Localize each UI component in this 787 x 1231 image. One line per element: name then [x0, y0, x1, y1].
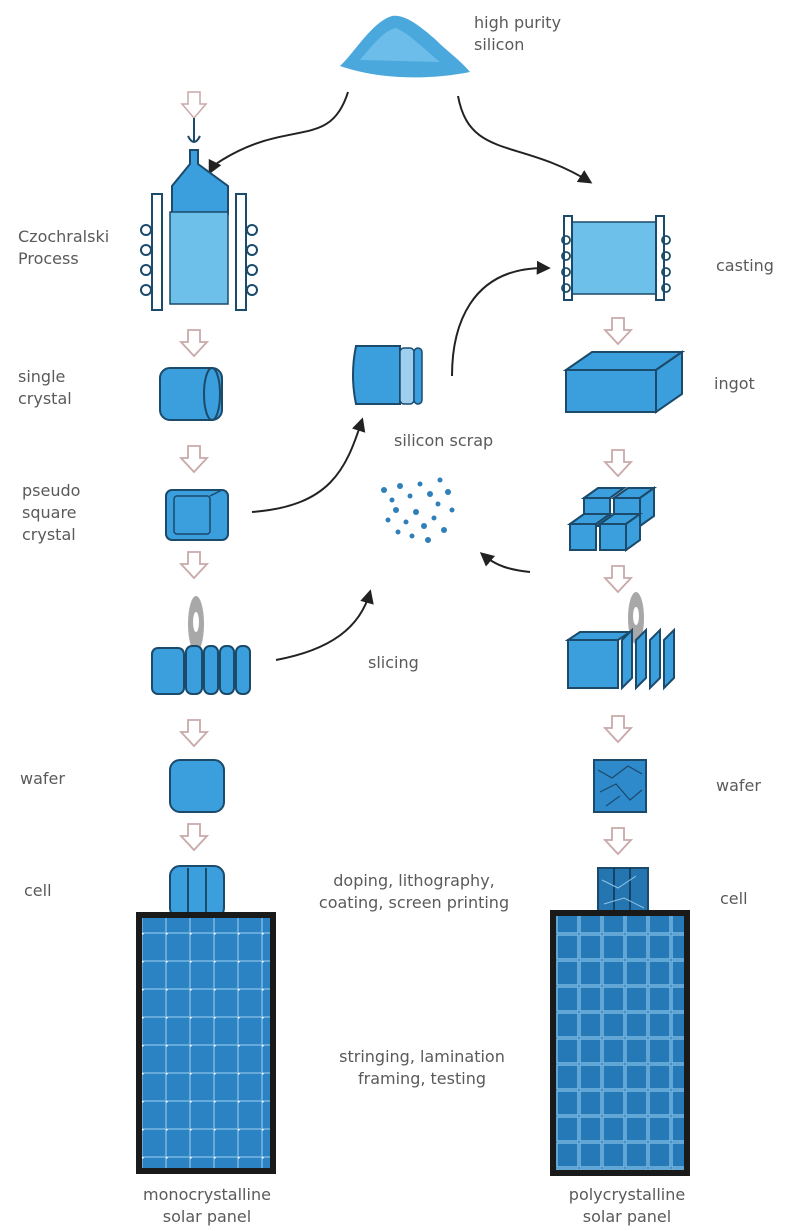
poly-panel-label: polycrystalline solar panel	[568, 1185, 686, 1226]
arrow-pseudo-to-scrap	[251, 417, 366, 513]
mono-cell-icon	[169, 865, 225, 919]
high-purity-silicon-label: high purity silicon	[474, 13, 562, 54]
cell-process-label: doping, lithography, coating, screen pri…	[318, 871, 510, 912]
mono-solar-panel-icon	[136, 912, 276, 1174]
wafer-left-label: wafer	[20, 769, 65, 788]
pseudo-square-crystal-icon	[165, 489, 229, 541]
scrap-crystal-icon	[350, 334, 424, 416]
poly-solar-panel-icon	[550, 910, 690, 1176]
silicon-pile-icon	[340, 15, 470, 78]
single-crystal-icon	[159, 367, 223, 421]
casting-furnace-icon	[561, 215, 671, 301]
mono-wafer-icon	[169, 759, 225, 813]
ingot-bricks-icon	[566, 486, 658, 552]
mono-slicing-icon	[151, 596, 251, 695]
wafer-right-label: wafer	[716, 776, 761, 795]
single-crystal-label: single crystal	[18, 367, 72, 408]
czochralski-process-label: Czochralski Process	[18, 227, 110, 268]
ingot-block-icon	[562, 350, 686, 414]
mono-panel-label: monocrystalline solar panel	[143, 1185, 271, 1226]
arrow-poly-to-scrap	[479, 552, 531, 573]
arrow-slicing-to-scrap	[275, 589, 374, 661]
arrow-silicon-to-casting	[457, 95, 593, 184]
poly-wafer-icon	[593, 759, 647, 813]
casting-label: casting	[716, 256, 774, 275]
poly-cell-icon	[597, 867, 649, 919]
cell-right-label: cell	[720, 889, 748, 908]
poly-slicing-icon	[564, 592, 675, 691]
arrow-scrap-to-casting	[451, 260, 551, 377]
panel-process-label: stringing, lamination framing, testing	[339, 1047, 505, 1088]
arrow-silicon-to-czochralski	[208, 91, 349, 175]
czochralski-puller-icon	[140, 91, 258, 311]
slicing-label: slicing	[368, 653, 419, 672]
pseudo-square-crystal-label: pseudo square crystal	[22, 481, 81, 544]
silicon-scrap-label: silicon scrap	[394, 431, 494, 450]
silicon-fragments-icon	[381, 477, 455, 543]
ingot-label: ingot	[714, 374, 755, 393]
cell-left-label: cell	[24, 881, 52, 900]
